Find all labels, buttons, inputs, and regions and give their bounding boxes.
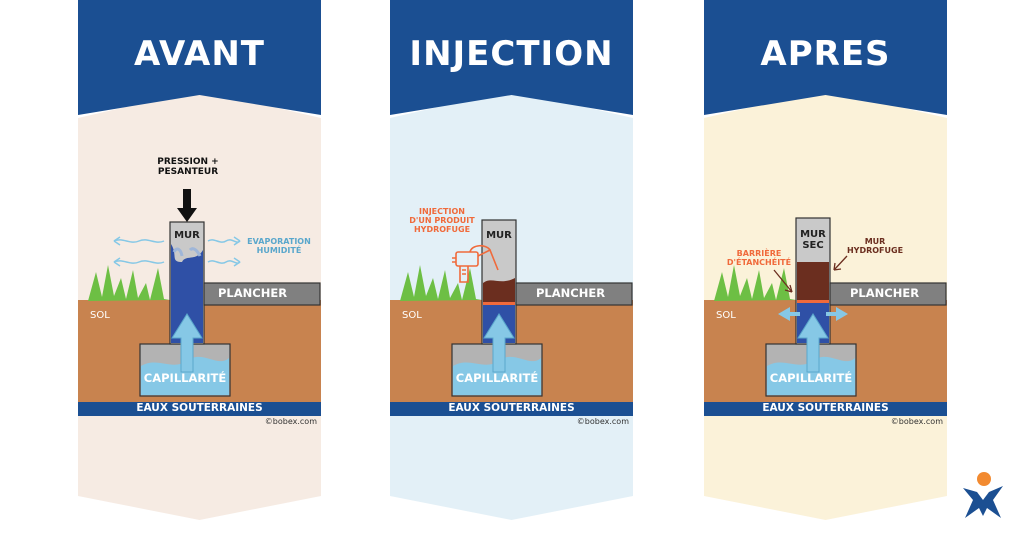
plancher xyxy=(203,282,321,306)
barrier-line xyxy=(797,300,829,303)
bobex-logo-icon xyxy=(963,472,1003,518)
wall-label: MUR xyxy=(486,230,512,241)
copyright-label: ©bobex.com xyxy=(264,417,317,426)
copyright-label: ©bobex.com xyxy=(576,417,629,426)
groundwater-strip xyxy=(704,402,947,416)
title-banner xyxy=(390,0,633,115)
plancher-label: PLANCHER xyxy=(850,286,920,300)
evaporation-arrows-right xyxy=(207,236,241,267)
barriere-label: BARRIÈRE D'ÉTANCHÉITÉ xyxy=(726,249,792,267)
wall-label: MUR SEC xyxy=(800,229,826,251)
panel-apres: APRES MUR SEC BARRIÈRE D'ÉTANCHÉITÉ MUR … xyxy=(704,0,947,520)
wall-product xyxy=(483,278,515,302)
capillarity-arrow xyxy=(797,313,829,373)
barrier-pointer xyxy=(773,269,793,293)
capillarite-label: CAPILLARITÉ xyxy=(769,371,853,385)
grass xyxy=(88,265,170,301)
evaporation-arrows-left xyxy=(113,236,165,267)
hydrofuge-label: MUR HYDROFUGE xyxy=(846,237,904,255)
plancher-label: PLANCHER xyxy=(536,286,606,300)
footing-water xyxy=(767,356,855,395)
title-banner xyxy=(78,0,321,115)
pression-label: PRESSION + PESANTEUR xyxy=(157,157,219,177)
groundwater-strip xyxy=(78,402,321,416)
plancher xyxy=(515,282,633,306)
footing-water xyxy=(141,356,229,395)
capillarity-arrow xyxy=(483,313,515,373)
panel-title: INJECTION xyxy=(409,34,614,74)
footing-water xyxy=(453,356,541,395)
injection-gun-icon xyxy=(452,244,499,283)
plancher xyxy=(829,282,947,306)
injection-label: INJECTION D'UN PRODUIT HYDROFUGE xyxy=(409,207,475,234)
groundwater-strip xyxy=(390,402,633,416)
wall-hydrofuge xyxy=(797,262,829,300)
deflection-arrow-right xyxy=(826,307,848,321)
panel-avant-diagram xyxy=(78,0,321,520)
eaux-label: EAUX SOUTERRAINES xyxy=(448,402,575,414)
hydrofuge-pointer xyxy=(833,255,848,271)
grass xyxy=(400,265,482,301)
copyright-label: ©bobex.com xyxy=(890,417,943,426)
eaux-label: EAUX SOUTERRAINES xyxy=(136,402,263,414)
eaux-label: EAUX SOUTERRAINES xyxy=(762,402,889,414)
pressure-arrow xyxy=(177,189,197,222)
panel-title: AVANT xyxy=(134,34,265,74)
sol-label: SOL xyxy=(402,310,422,321)
sol-label: SOL xyxy=(90,310,110,321)
wall-label: MUR xyxy=(174,230,200,241)
panel-avant: AVANT PRESSION + PESANTEUR MUR EVAPORATI… xyxy=(78,0,321,520)
sol-label: SOL xyxy=(716,310,736,321)
grass xyxy=(714,265,796,301)
deflection-arrow-left xyxy=(778,307,800,321)
plancher-label: PLANCHER xyxy=(218,286,288,300)
evaporation-label: EVAPORATION HUMIDITÉ xyxy=(247,237,311,255)
panel-injection-diagram xyxy=(390,0,633,520)
capillarity-arrow xyxy=(171,313,203,373)
wall-moisture xyxy=(171,244,203,343)
panel-title: APRES xyxy=(760,34,891,74)
title-banner xyxy=(704,0,947,115)
injection-line xyxy=(483,302,515,305)
panel-apres-diagram xyxy=(704,0,947,520)
capillarite-label: CAPILLARITÉ xyxy=(143,371,227,385)
capillarite-label: CAPILLARITÉ xyxy=(455,371,539,385)
panel-injection: INJECTION INJECTION D'UN PRODUIT HYDROFU… xyxy=(390,0,633,520)
